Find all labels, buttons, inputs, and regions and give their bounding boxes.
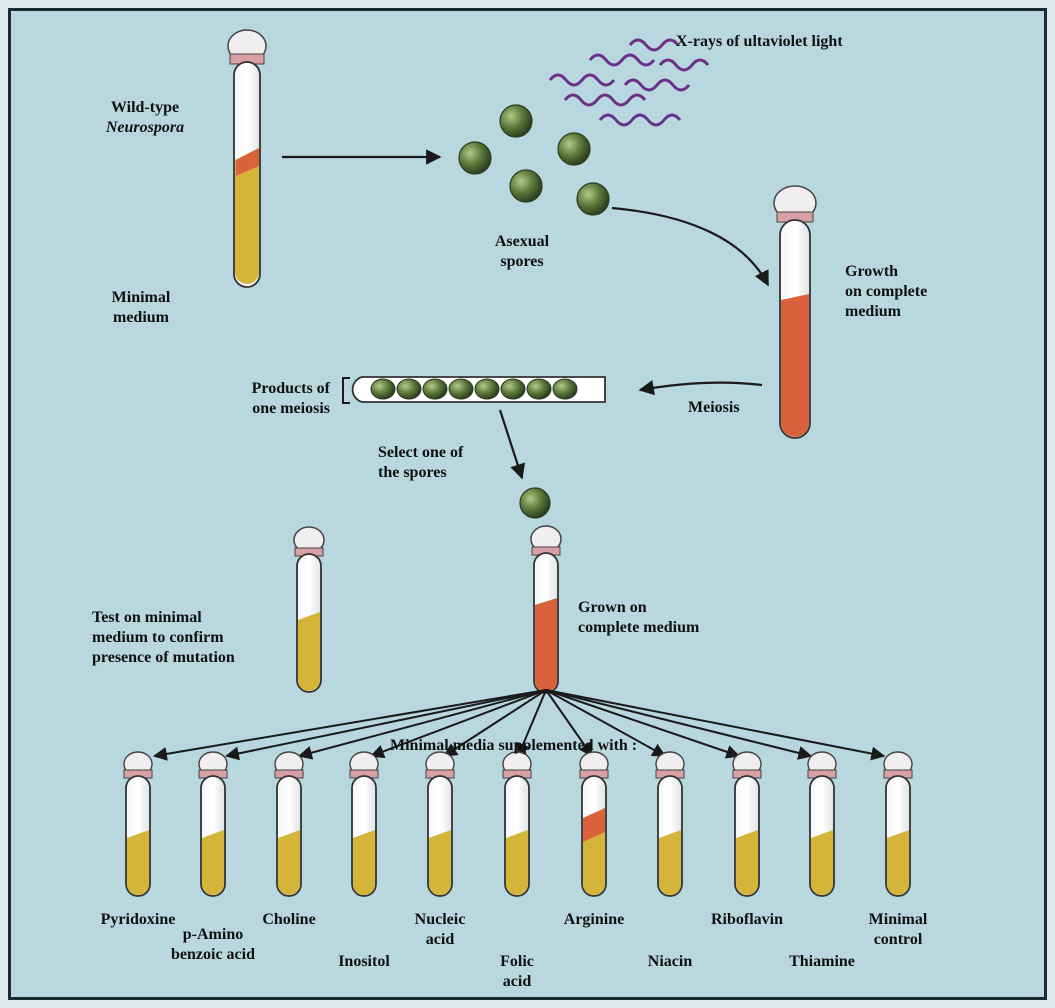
supplement-label-line2: acid — [452, 972, 582, 992]
minimal-medium-line1: Minimal — [86, 288, 196, 308]
wild-type-label: Wild-type Neurospora — [80, 98, 210, 138]
growth-line2: on complete — [845, 282, 927, 302]
supplement-tube — [124, 752, 152, 896]
test-line1: Test on minimal — [92, 608, 235, 628]
supplement-tube — [350, 752, 378, 896]
supplement-label-line1: Thiamine — [757, 952, 887, 972]
wild-type-line2: Neurospora — [80, 118, 210, 138]
supplement-tube — [808, 752, 836, 896]
minimal-medium-label: Minimal medium — [86, 288, 196, 328]
supplement-tube — [426, 752, 454, 896]
supplement-label-line2: acid — [375, 930, 505, 950]
supplement-tube — [656, 752, 684, 896]
supplement-label-line1: Nucleic — [375, 910, 505, 930]
growth-label: Growth on complete medium — [845, 262, 927, 322]
test-label: Test on minimal medium to confirm presen… — [92, 608, 235, 668]
meiosis-label: Meiosis — [688, 398, 740, 418]
tube-medium — [506, 830, 528, 895]
supplement-label-line1: Minimal — [833, 910, 963, 930]
wild-type-line1: Wild-type — [80, 98, 210, 118]
tube-medium — [736, 830, 758, 895]
supplement-label: Choline — [224, 910, 354, 930]
arrow-meiosis — [640, 383, 762, 390]
products-label: Products of one meiosis — [160, 379, 330, 419]
select-line1: Select one of — [378, 443, 463, 463]
supplement-label: Riboflavin — [682, 910, 812, 930]
select-label: Select one of the spores — [378, 443, 463, 483]
supplement-tube — [199, 752, 227, 896]
supplement-tube — [884, 752, 912, 896]
growth-line3: medium — [845, 302, 927, 322]
supplement-label-line1: Niacin — [605, 952, 735, 972]
selected-spore — [520, 488, 550, 518]
supplement-tubes — [124, 752, 912, 896]
supplement-label-line1: Riboflavin — [682, 910, 812, 930]
supplement-tube — [503, 752, 531, 896]
tube-medium — [278, 830, 300, 895]
xray-label: X-rays of ultaviolet light — [676, 32, 843, 52]
supplement-label-line1: Folic — [452, 952, 582, 972]
test-line2: medium to confirm — [92, 628, 235, 648]
supplement-tube — [733, 752, 761, 896]
growth-line1: Growth — [845, 262, 927, 282]
asexual-line1: Asexual — [472, 232, 572, 252]
products-line1: Products of — [160, 379, 330, 399]
xray-waves — [550, 40, 708, 125]
grown-label: Grown on complete medium — [578, 598, 699, 638]
asexual-spores-label: Asexual spores — [472, 232, 572, 272]
supplement-label: Arginine — [529, 910, 659, 930]
ascus — [343, 377, 605, 403]
supplement-label-line1: Choline — [224, 910, 354, 930]
test-tube — [294, 527, 324, 692]
tube-medium — [811, 830, 833, 895]
supplement-label-line1: Inositol — [299, 952, 429, 972]
select-line2: the spores — [378, 463, 463, 483]
minimal-medium-line2: medium — [86, 308, 196, 328]
supplemented-label: Minimal media supplemented with : — [390, 736, 637, 756]
products-line2: one meiosis — [160, 399, 330, 419]
tube-medium — [353, 830, 375, 895]
test-line3: presence of mutation — [92, 648, 235, 668]
tube-medium — [659, 830, 681, 895]
supplement-tube — [580, 752, 608, 896]
wild-type-tube — [228, 30, 266, 287]
supplement-label-line2: benzoic acid — [148, 945, 278, 965]
supplement-label: Thiamine — [757, 952, 887, 972]
arrow-to-growth — [612, 208, 768, 285]
tube-medium — [202, 830, 224, 895]
grown-line2: complete medium — [578, 618, 699, 638]
supplement-label-line2: control — [833, 930, 963, 950]
supplement-label-line1: Arginine — [529, 910, 659, 930]
growth-tube — [774, 186, 816, 438]
grown-line1: Grown on — [578, 598, 699, 618]
supplement-label: Niacin — [605, 952, 735, 972]
tube-medium — [429, 830, 451, 895]
complete-medium-tube — [531, 526, 561, 693]
arrow-select — [500, 410, 522, 478]
supplement-tube — [275, 752, 303, 896]
tube-medium — [887, 830, 909, 895]
asexual-spores — [459, 105, 609, 215]
tube-medium — [127, 830, 149, 895]
supplement-label: Inositol — [299, 952, 429, 972]
asexual-line2: spores — [472, 252, 572, 272]
